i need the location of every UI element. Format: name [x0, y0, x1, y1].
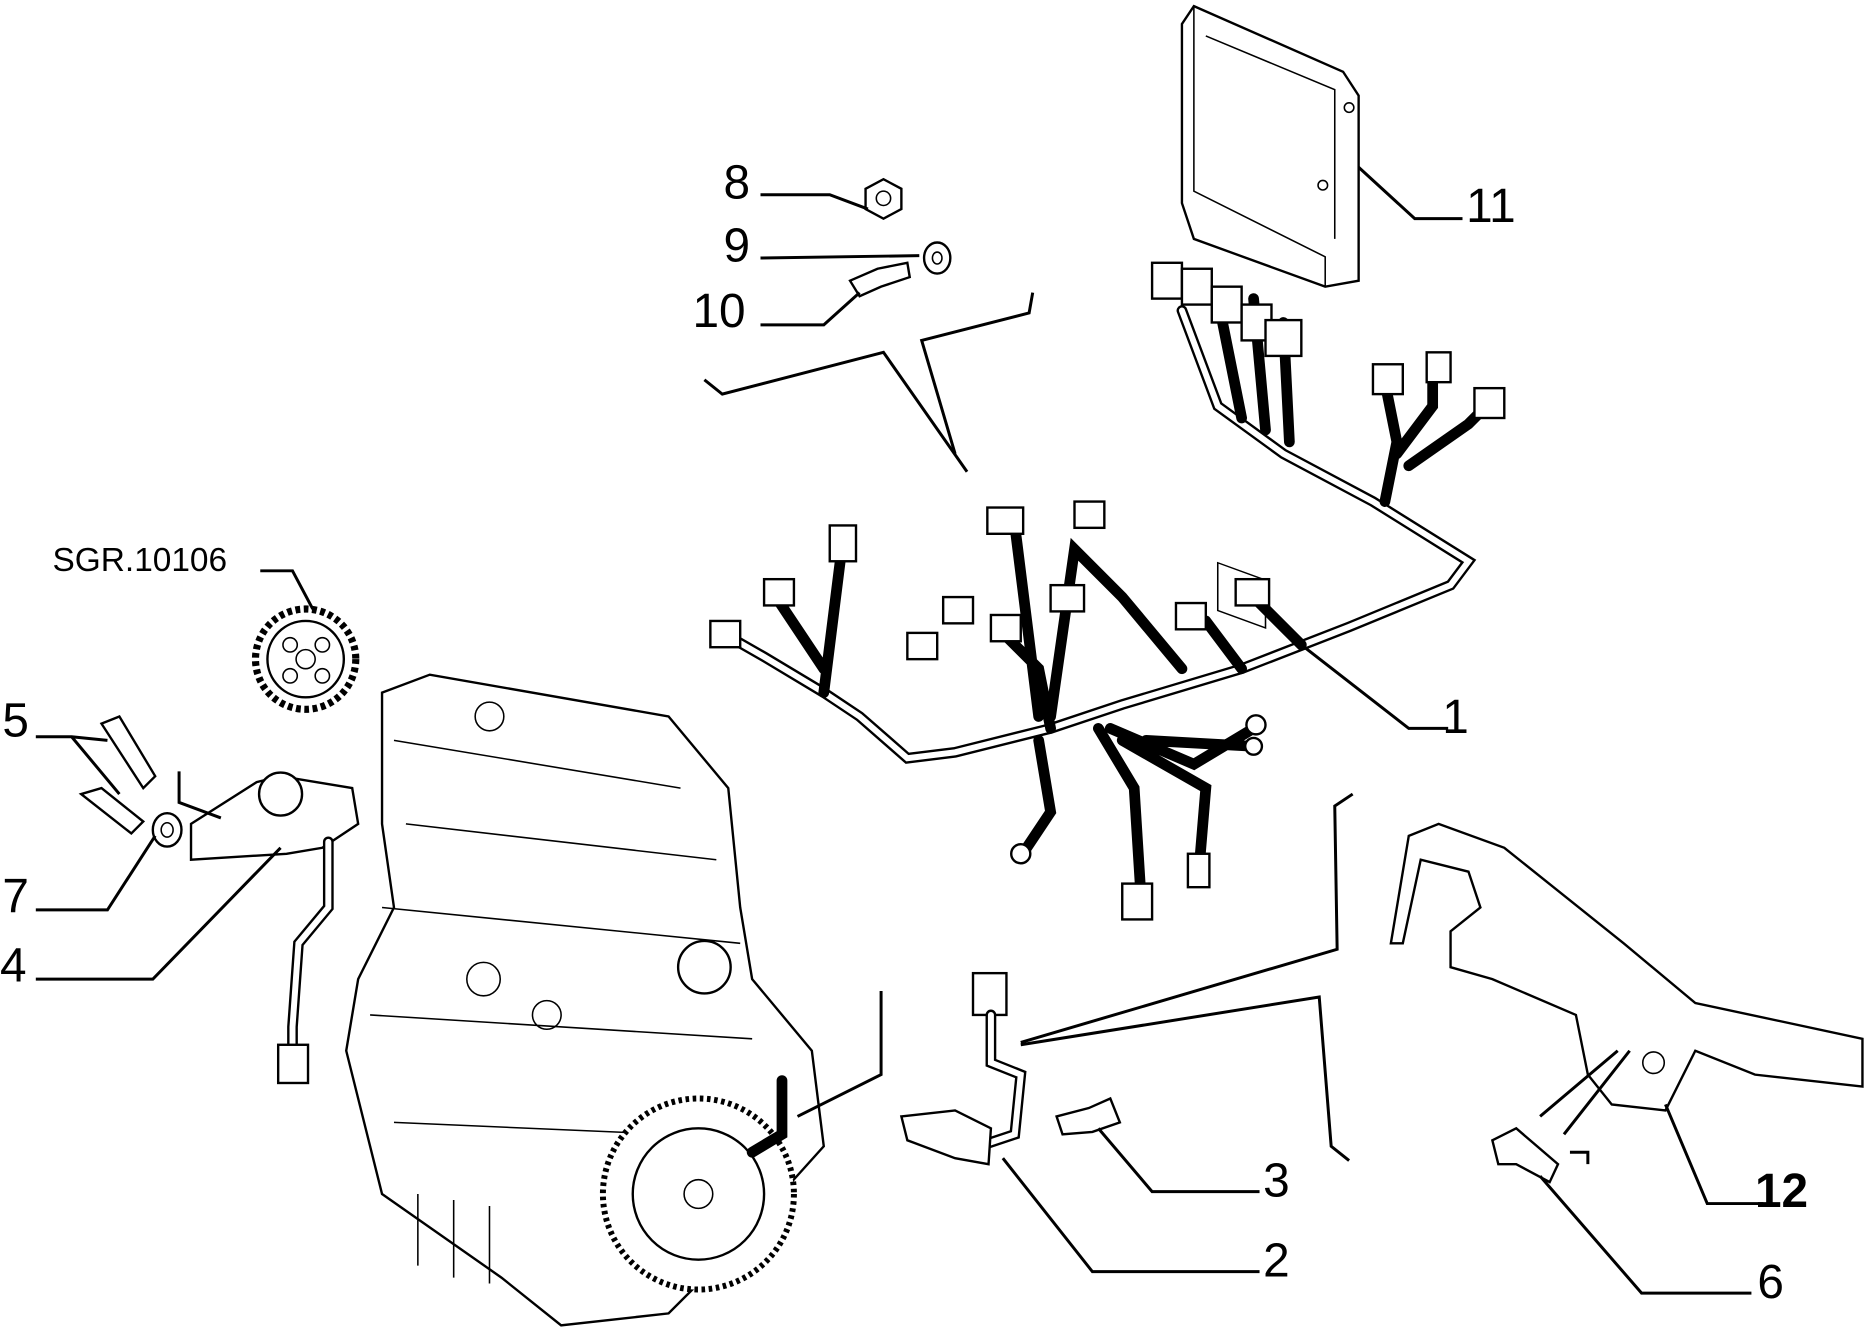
engine-block — [345, 673, 826, 1327]
leader-lines — [35, 166, 1764, 1295]
sensor-part-2[interactable] — [899, 971, 1027, 1166]
callout-6: 6 — [1757, 1256, 1784, 1309]
callout-11: 11 — [1466, 180, 1516, 233]
sensor-part-4[interactable] — [189, 771, 360, 1085]
callout-12: 12 — [1755, 1165, 1808, 1218]
bolt-part-10[interactable] — [848, 261, 912, 298]
callout-2: 2 — [1263, 1234, 1290, 1287]
cover-part-12[interactable] — [1389, 822, 1864, 1112]
callout-7: 7 — [2, 870, 29, 923]
bolt-part-6[interactable] — [1490, 1126, 1560, 1184]
callout-3: 3 — [1263, 1154, 1290, 1207]
nut-part-8[interactable] — [864, 177, 903, 220]
gear-sgr[interactable] — [251, 605, 360, 713]
callout-5: 5 — [2, 695, 29, 748]
wiring-harness-part-1[interactable] — [709, 261, 1506, 921]
group-brackets — [177, 292, 1631, 1165]
washer-part-9[interactable] — [922, 241, 952, 275]
bolt-part-3[interactable] — [1055, 1096, 1122, 1136]
callout-4: 4 — [0, 940, 27, 993]
washer-part-7[interactable] — [151, 811, 183, 848]
reference-sgr: SGR.10106 — [53, 542, 228, 579]
callout-8: 8 — [723, 156, 750, 209]
callout-9: 9 — [723, 220, 750, 273]
bolt-part-5[interactable] — [78, 714, 157, 836]
callout-1: 1 — [1442, 691, 1469, 744]
callout-10: 10 — [692, 285, 745, 338]
